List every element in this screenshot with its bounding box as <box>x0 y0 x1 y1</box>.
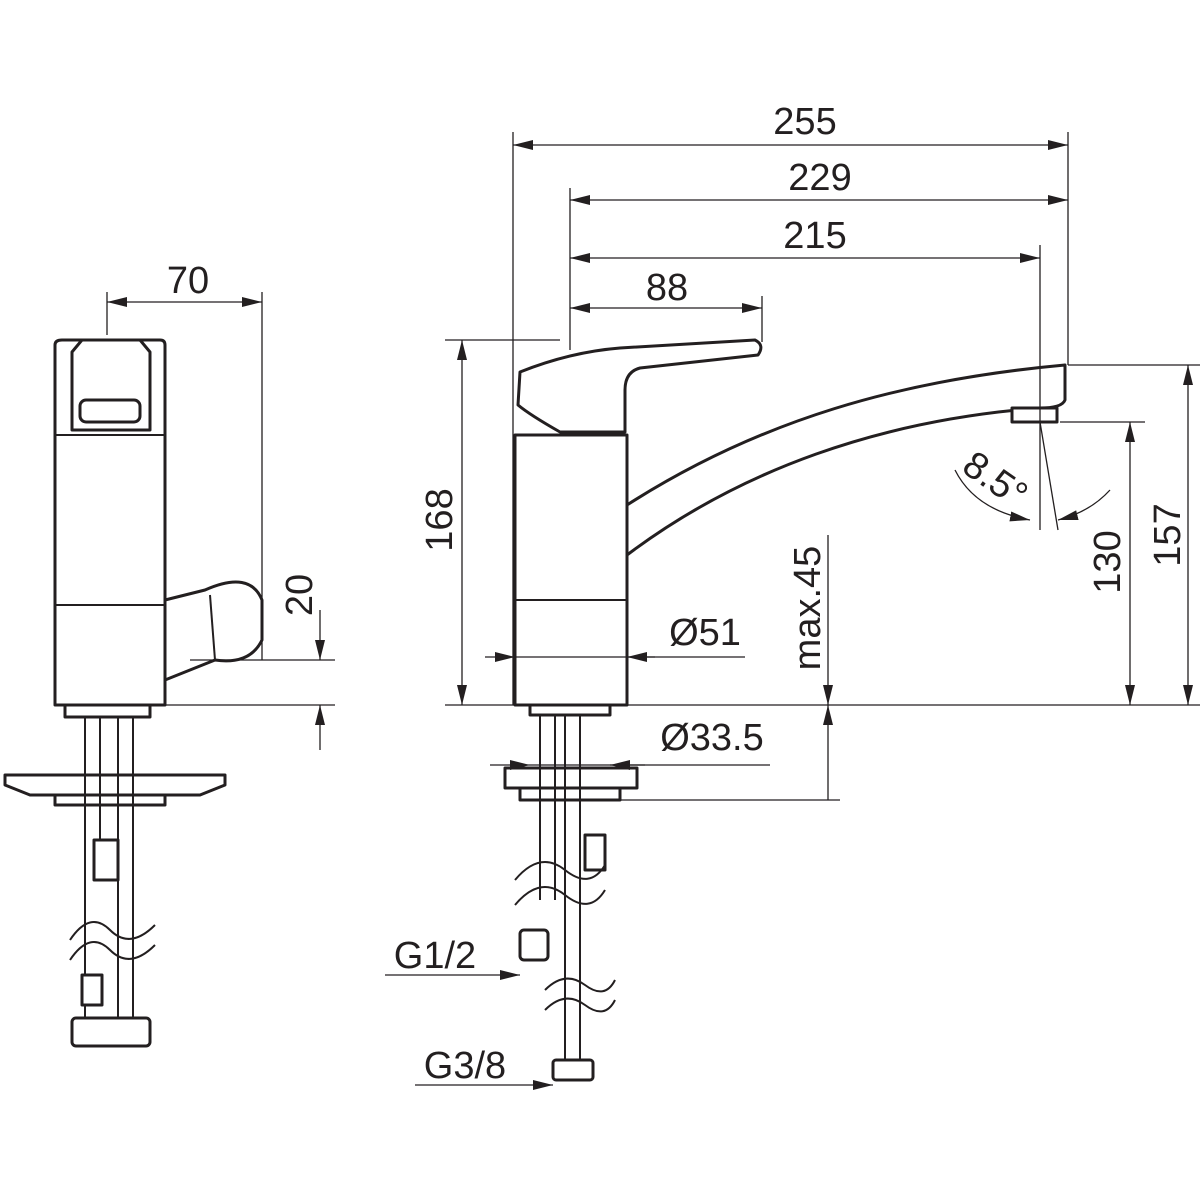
side-view-faucet <box>3 338 264 1048</box>
dimension-130: 130 <box>1087 422 1135 705</box>
front-view-faucet <box>503 338 1067 1082</box>
dim-label-diameter-33-5: Ø33.5 <box>660 717 764 759</box>
dimension-88: 88 <box>570 267 762 313</box>
dim-label-215: 215 <box>783 215 846 257</box>
dimension-70: 70 <box>106 260 263 660</box>
dimension-diameter-33-5: Ø33.5 <box>490 717 770 770</box>
dim-label-168: 168 <box>419 488 461 551</box>
label-g3-8: G3/8 <box>415 1045 553 1090</box>
inlet-thread-label: G1/2 <box>394 935 476 977</box>
dimension-20: 20 <box>160 574 335 750</box>
dimension-157: 157 <box>1147 365 1193 705</box>
dimension-229: 229 <box>570 157 1068 205</box>
dimension-diameter-51: Ø51 <box>485 612 745 662</box>
dim-label-diameter-51: Ø51 <box>669 612 741 654</box>
dim-label-20: 20 <box>279 574 321 616</box>
dim-label-70: 70 <box>167 260 209 302</box>
dim-label-157: 157 <box>1147 503 1189 566</box>
dim-label-255: 255 <box>773 101 836 143</box>
dim-label-max45: max.45 <box>787 546 829 671</box>
dim-label-angle: 8.5° <box>955 443 1035 516</box>
dimension-angle-8-5: 8.5° <box>954 421 1111 531</box>
label-g1-2: G1/2 <box>385 935 520 980</box>
dimension-max45: max.45 <box>620 535 840 801</box>
outlet-thread-label: G3/8 <box>424 1045 506 1087</box>
dim-label-88: 88 <box>646 267 688 309</box>
dimension-215: 215 <box>570 215 1040 263</box>
dimension-168: 168 <box>419 340 467 705</box>
dim-label-229: 229 <box>788 157 851 199</box>
dim-label-130: 130 <box>1087 530 1129 593</box>
dimension-255: 255 <box>513 101 1068 150</box>
extension-lines <box>445 132 1200 706</box>
